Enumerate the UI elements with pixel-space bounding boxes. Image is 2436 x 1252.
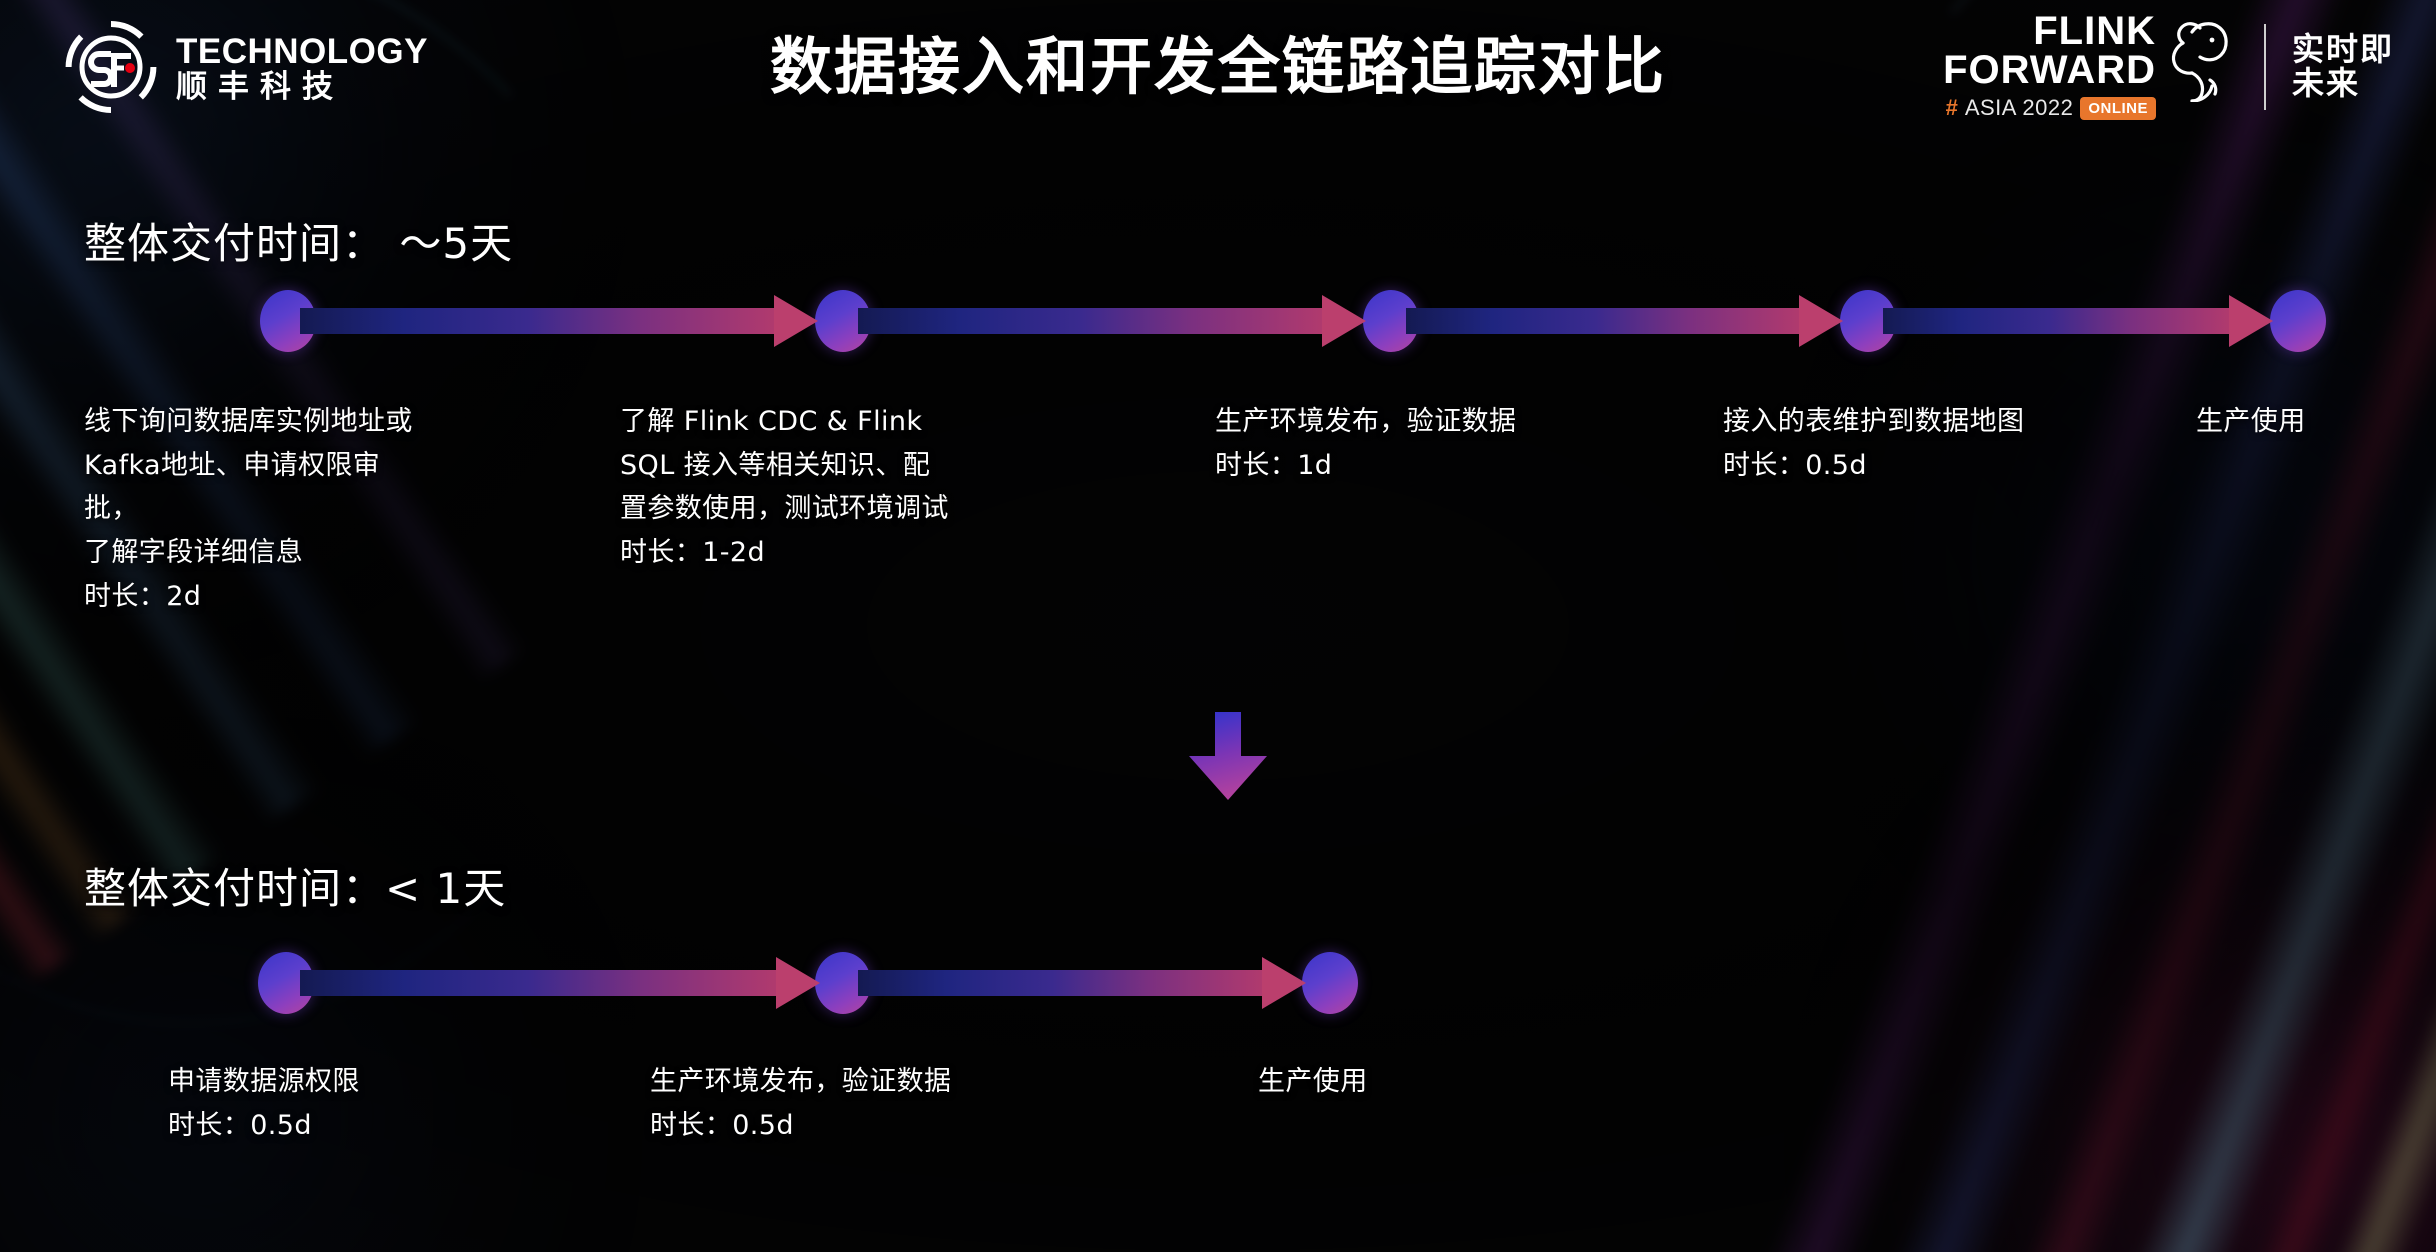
squirrel-icon xyxy=(2162,18,2238,107)
step-duration: 时长：0.5d xyxy=(650,1109,794,1141)
flow-arrow-3 xyxy=(1406,295,1843,347)
flow-arrow-after-2 xyxy=(858,957,1306,1009)
step-duration: 时长：0.5d xyxy=(168,1109,312,1141)
step-line: 生产环境发布，验证数据 xyxy=(1215,406,1517,437)
flow-node-5[interactable] xyxy=(2270,290,2326,352)
step-line: 接入的表维护到数据地图 xyxy=(1723,406,2025,437)
section-header-after: 整体交付时间：< 1天 xyxy=(84,864,507,913)
flow-arrow-2 xyxy=(858,295,1366,347)
logo-divider xyxy=(2263,23,2266,110)
step-duration: 时长：1-2d xyxy=(620,537,766,569)
down-arrow-icon xyxy=(1189,712,1267,800)
hash-icon: # xyxy=(1945,95,1958,121)
flink-forward-line2: FORWARD xyxy=(1943,48,2156,93)
step-line: 了解 Flink CDC & Flink xyxy=(620,406,923,437)
online-badge: ONLINE xyxy=(2080,96,2156,120)
flow-step-label-2: 了解 Flink CDC & Flink SQL 接入等相关知识、配 置参数使用… xyxy=(620,400,1060,575)
flow-arrow-after-1 xyxy=(300,957,820,1009)
flow-step-label-5: 生产使用 xyxy=(2196,400,2426,444)
step-duration: 时长：0.5d xyxy=(1723,449,1867,481)
step-line: SQL 接入等相关知识、配 xyxy=(620,449,931,481)
tagline-line-2: 未来 xyxy=(2291,63,2360,102)
flink-forward-tagline: 实时即 未来 xyxy=(2291,29,2394,102)
step-line: 生产环境发布，验证数据 xyxy=(650,1066,952,1097)
flow-step-after-label-3: 生产使用 xyxy=(1258,1060,1498,1104)
step-line: 线下询问数据库实例地址或 xyxy=(84,406,413,437)
tagline-line-1: 实时即 xyxy=(2291,29,2394,68)
flow-step-label-1: 线下询问数据库实例地址或 Kafka地址、申请权限审批， 了解字段详细信息 时长… xyxy=(84,400,414,619)
flow-step-after-label-1: 申请数据源权限 时长：0.5d xyxy=(168,1060,508,1147)
flink-forward-logo: FLINK FORWARD # ASIA 2022 ONLINE xyxy=(1943,9,2394,121)
flow-arrow-1 xyxy=(300,295,818,347)
step-line: Kafka地址、申请权限审批， xyxy=(84,449,381,525)
flow-arrow-4 xyxy=(1883,295,2273,347)
step-line: 申请数据源权限 xyxy=(168,1066,360,1097)
slide-header: TECHNOLOGY 顺丰科技 数据接入和开发全链路追踪对比 FLINK FOR… xyxy=(0,0,2436,150)
step-line: 生产使用 xyxy=(2196,406,2306,437)
step-line: 了解字段详细信息 xyxy=(84,537,304,569)
step-duration: 时长：2d xyxy=(84,580,202,612)
flow-diagram-after xyxy=(0,952,2436,1022)
flow-step-after-label-2: 生产环境发布，验证数据 时长：0.5d xyxy=(650,1060,1050,1147)
step-line: 置参数使用，测试环境调试 xyxy=(620,493,949,525)
flow-diagram-before xyxy=(0,290,2436,360)
section-header-before: 整体交付时间： ～5天 xyxy=(84,219,514,268)
flink-forward-event: ASIA 2022 xyxy=(1964,95,2074,121)
flow-step-label-3: 生产环境发布，验证数据 时长：1d xyxy=(1215,400,1615,487)
flow-node-after-3[interactable] xyxy=(1302,952,1358,1014)
step-duration: 时长：1d xyxy=(1215,449,1333,481)
flink-forward-line1: FLINK xyxy=(2033,9,2156,53)
step-line: 生产使用 xyxy=(1258,1066,1368,1097)
flow-step-label-4: 接入的表维护到数据地图 时长：0.5d xyxy=(1723,400,2133,487)
